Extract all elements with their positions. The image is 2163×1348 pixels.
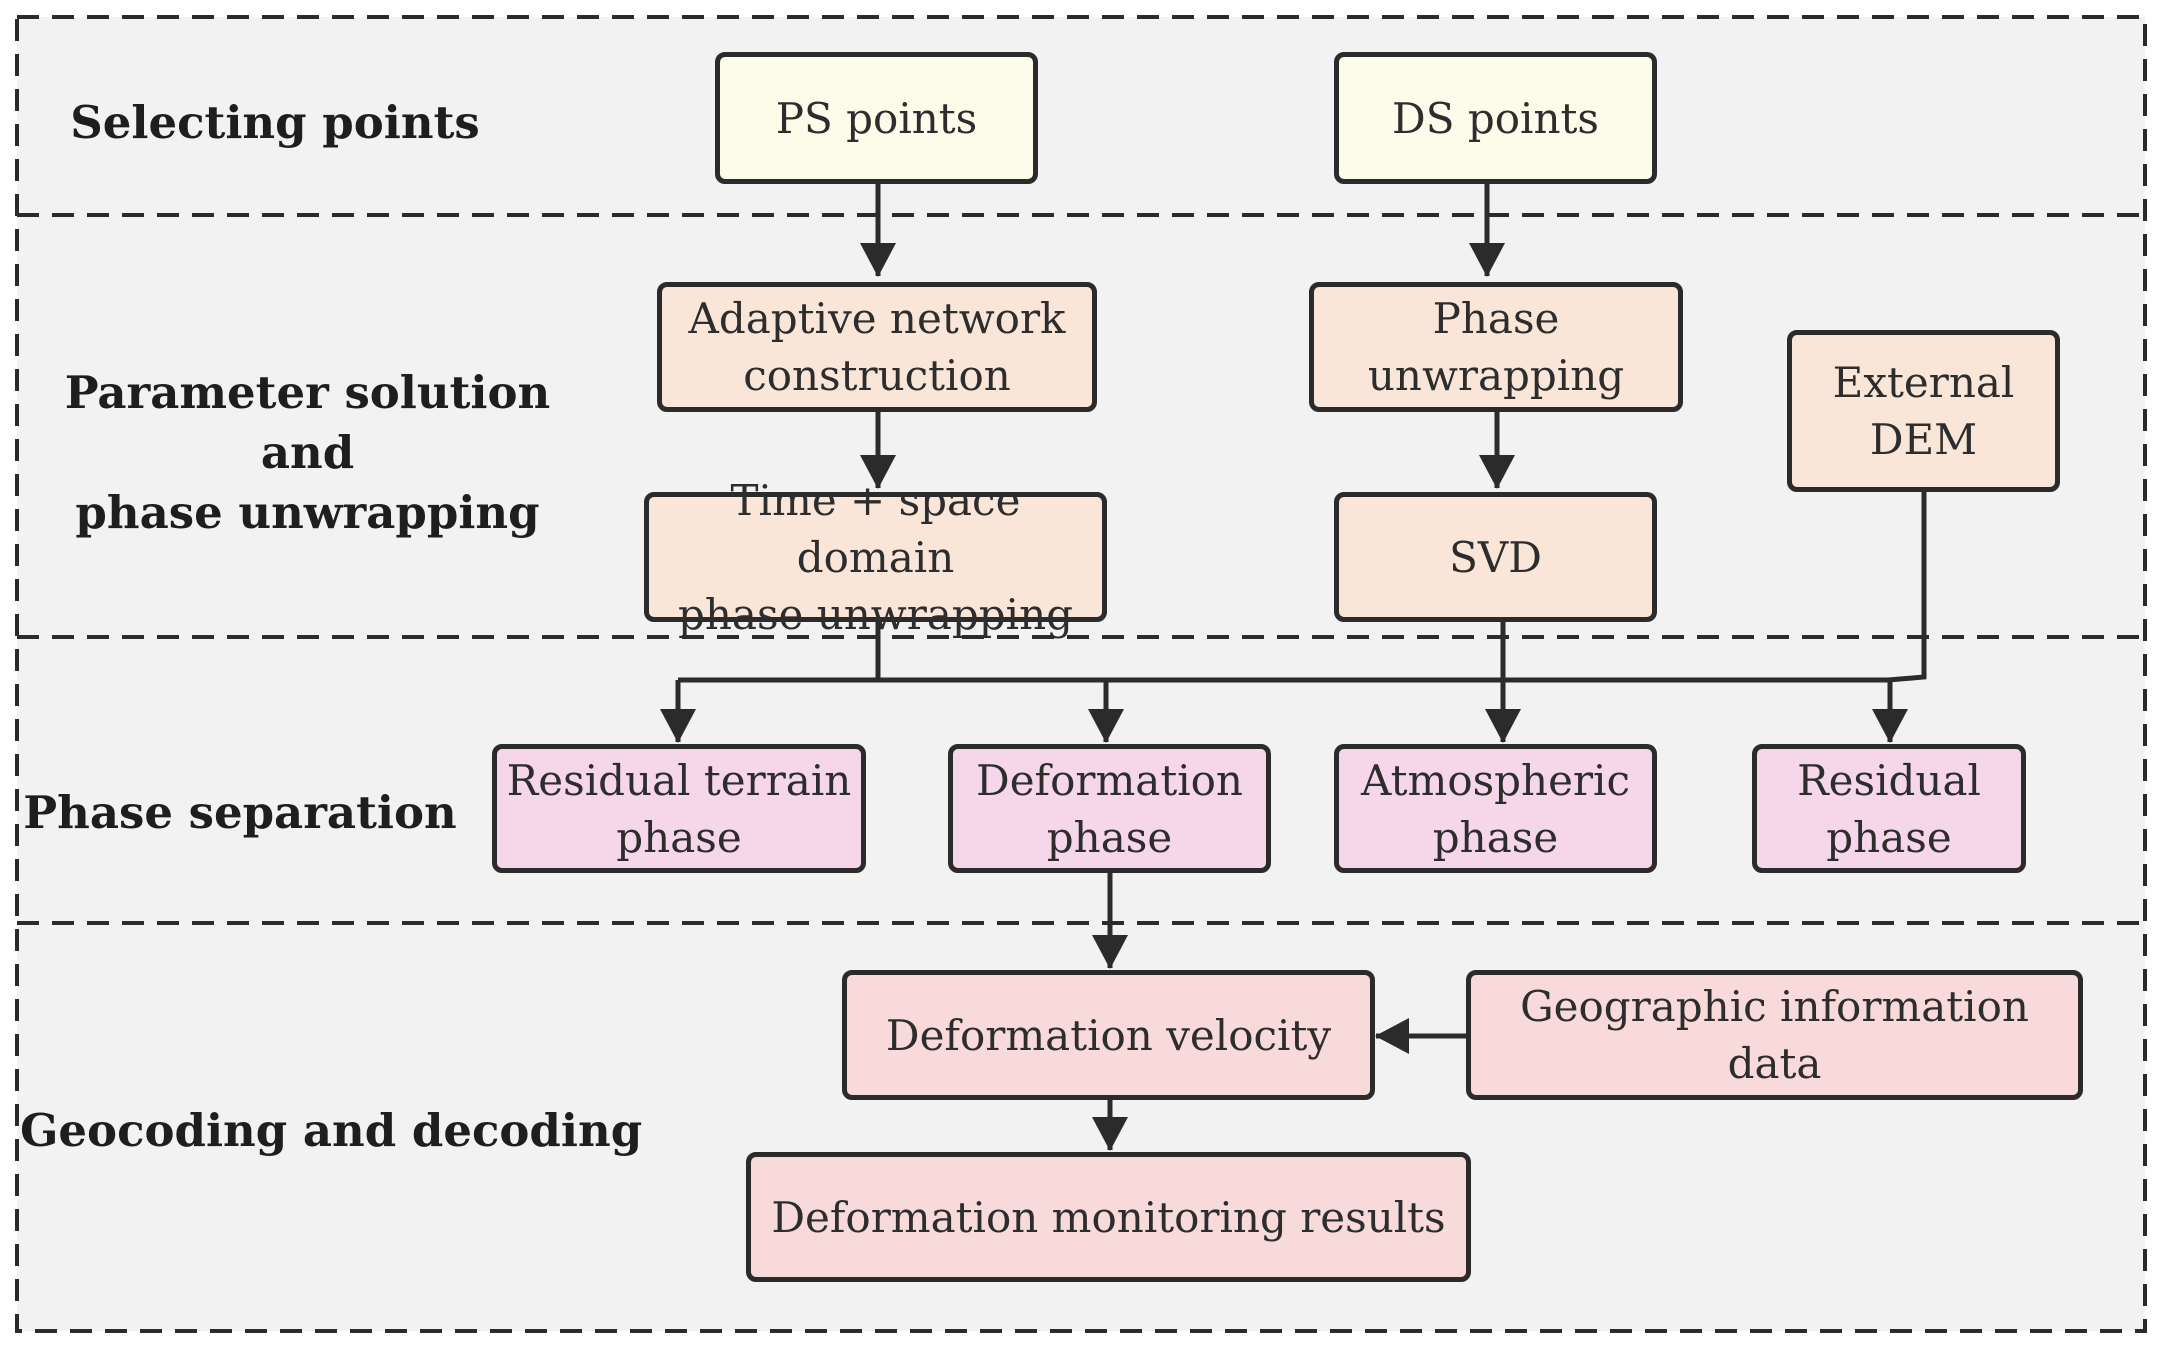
section-label-geocoding-decoding: Geocoding and decoding xyxy=(20,1104,643,1157)
section-label-phase-separation: Phase separation xyxy=(23,786,457,839)
section-panel-selecting xyxy=(17,17,2145,215)
node-residual-phase: Residual phase xyxy=(1752,744,2026,873)
drop-dem xyxy=(1887,492,1927,683)
node-phase-unwrapping: Phase unwrapping xyxy=(1309,282,1683,412)
node-ps-points: PS points xyxy=(715,52,1038,184)
node-time-space-unwrapping: Time + space domain phase unwrapping xyxy=(644,476,1107,639)
node-deformation-monitoring-results: Deformation monitoring results xyxy=(746,1152,1471,1282)
section-borders xyxy=(15,15,2147,1333)
node-svd: SVD xyxy=(1334,492,1657,622)
node-residual-terrain-phase: Residual terrain phase xyxy=(492,744,866,873)
section-label-selecting-points: Selecting points xyxy=(70,96,480,149)
node-geographic-information-data: Geographic information data xyxy=(1466,970,2083,1100)
node-external-dem: External DEM xyxy=(1787,330,2060,492)
node-atmospheric-phase: Atmospheric phase xyxy=(1334,744,1657,873)
node-deformation-phase: Deformation phase xyxy=(948,744,1271,873)
node-deformation-velocity: Deformation velocity xyxy=(842,970,1375,1100)
section-label-parameter-solution: Parameter solution and phase unwrapping xyxy=(64,366,551,539)
node-ds-points: DS points xyxy=(1334,52,1657,184)
arrows xyxy=(660,184,1927,1151)
node-adaptive-network: Adaptive network construction xyxy=(657,282,1097,412)
